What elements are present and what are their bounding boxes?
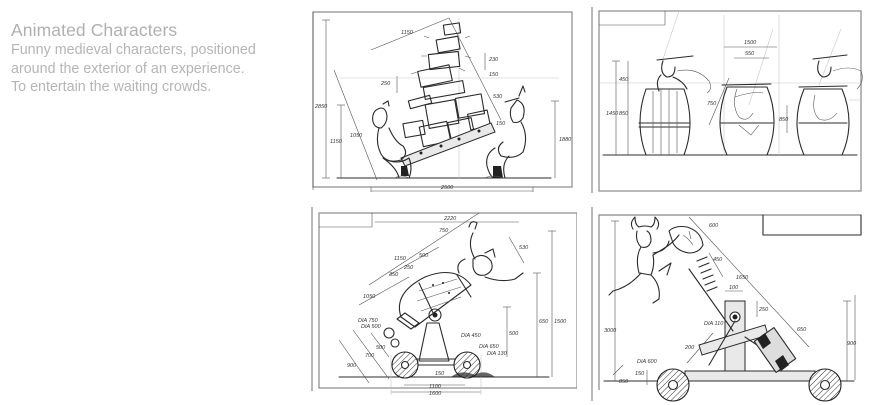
svg-text:1150: 1150 xyxy=(401,30,414,36)
svg-text:1450: 1450 xyxy=(606,111,619,117)
catapult-arm xyxy=(688,268,734,332)
svg-text:850: 850 xyxy=(619,379,629,385)
svg-text:250: 250 xyxy=(403,265,414,271)
sketch-frame xyxy=(312,11,573,188)
svg-text:2220: 2220 xyxy=(443,216,457,222)
svg-text:900: 900 xyxy=(847,341,857,347)
svg-text:DIA 130: DIA 130 xyxy=(487,351,508,357)
svg-text:100: 100 xyxy=(729,285,739,291)
svg-text:DIA 110: DIA 110 xyxy=(704,321,724,327)
cannon-rider xyxy=(457,221,524,282)
svg-text:350: 350 xyxy=(389,272,399,278)
sketch-box-tower-drawing: 2850 1150 1050 1150 230 150 530 150 250 … xyxy=(312,11,573,192)
section-intro: Animated Characters Funny medieval chara… xyxy=(11,20,301,97)
catapult-spring xyxy=(696,256,718,292)
plank xyxy=(400,122,496,167)
svg-text:1050: 1050 xyxy=(350,133,363,139)
svg-text:1500: 1500 xyxy=(554,319,567,325)
svg-text:2850: 2850 xyxy=(314,104,328,110)
svg-text:1600: 1600 xyxy=(429,391,442,395)
description-line-2: around the exterior of an experience. xyxy=(11,60,245,77)
svg-text:750: 750 xyxy=(439,228,449,234)
svg-text:450: 450 xyxy=(713,257,723,263)
svg-text:DIA 600: DIA 600 xyxy=(637,359,658,365)
sketch-box-tower-carriers: 2850 1150 1050 1150 230 150 530 150 250 … xyxy=(309,8,577,192)
barrel-character-1 xyxy=(638,55,711,156)
sketch-cannon-character: 2220 750 1150 500 250 350 1050 530 650 1… xyxy=(309,205,577,395)
sketch-frame xyxy=(598,10,862,192)
left-carrier xyxy=(372,100,412,179)
barrel-character-3 xyxy=(796,54,863,156)
svg-text:150: 150 xyxy=(496,121,506,127)
sketch-frame xyxy=(318,212,577,389)
right-carrier xyxy=(484,85,527,179)
svg-text:500: 500 xyxy=(419,253,429,259)
viking-character xyxy=(608,216,680,304)
cannon-support xyxy=(418,322,450,362)
svg-text:150: 150 xyxy=(489,72,499,78)
svg-text:DIA 450: DIA 450 xyxy=(461,333,482,339)
svg-text:1500: 1500 xyxy=(744,40,757,46)
catapult-base xyxy=(684,370,816,382)
svg-text:900: 900 xyxy=(347,363,357,369)
svg-text:1150: 1150 xyxy=(394,256,407,262)
svg-text:150: 150 xyxy=(435,371,445,377)
svg-text:200: 200 xyxy=(684,345,695,351)
catapult-bucket xyxy=(668,225,704,254)
svg-text:650: 650 xyxy=(539,319,549,325)
svg-text:150: 150 xyxy=(635,371,645,377)
svg-text:530: 530 xyxy=(493,94,503,100)
svg-text:1100: 1100 xyxy=(429,384,442,390)
description-line-3: To entertain the waiting crowds. xyxy=(11,79,212,95)
svg-text:1050: 1050 xyxy=(363,294,376,300)
sketch-catapult-drawing: 3000 850 150 DIA 600 600 1650 650 450 10… xyxy=(591,207,862,402)
sketch-barrel-characters: 1450 450 850 1500 550 750 850 xyxy=(589,5,869,195)
svg-text:750: 750 xyxy=(707,101,717,107)
svg-text:1880: 1880 xyxy=(559,137,572,143)
sketch-cannon-drawing: 2220 750 1150 500 250 350 1050 530 650 1… xyxy=(311,207,577,395)
svg-text:500: 500 xyxy=(509,331,519,337)
svg-text:450: 450 xyxy=(619,77,629,83)
svg-text:600: 600 xyxy=(709,223,719,229)
svg-text:250: 250 xyxy=(758,307,769,313)
cannon-barrel xyxy=(383,271,472,348)
svg-text:530: 530 xyxy=(519,245,529,251)
svg-text:2500: 2500 xyxy=(440,185,454,191)
svg-text:500: 500 xyxy=(376,345,386,351)
svg-text:DIA 750: DIA 750 xyxy=(358,318,379,324)
svg-text:650: 650 xyxy=(797,327,807,333)
svg-text:3000: 3000 xyxy=(604,328,617,334)
description-line-1: Funny medieval characters, positioned xyxy=(11,42,256,58)
svg-text:DIA 500: DIA 500 xyxy=(361,324,382,330)
sketch-catapult-viking: 3000 850 150 DIA 600 600 1650 650 450 10… xyxy=(589,205,869,405)
barrel-character-2 xyxy=(719,83,775,156)
counterweight xyxy=(753,327,797,373)
svg-text:850: 850 xyxy=(619,111,629,117)
svg-text:1150: 1150 xyxy=(330,139,343,145)
svg-text:700: 700 xyxy=(365,353,375,359)
svg-text:550: 550 xyxy=(745,51,755,57)
sketch-barrel-drawing: 1450 450 850 1500 550 750 850 xyxy=(591,7,863,193)
svg-text:DIA 650: DIA 650 xyxy=(479,344,500,350)
svg-text:230: 230 xyxy=(488,57,499,63)
svg-text:850: 850 xyxy=(779,117,789,123)
svg-text:250: 250 xyxy=(380,81,391,87)
section-title: Animated Characters xyxy=(11,20,178,40)
svg-text:1650: 1650 xyxy=(736,275,749,281)
